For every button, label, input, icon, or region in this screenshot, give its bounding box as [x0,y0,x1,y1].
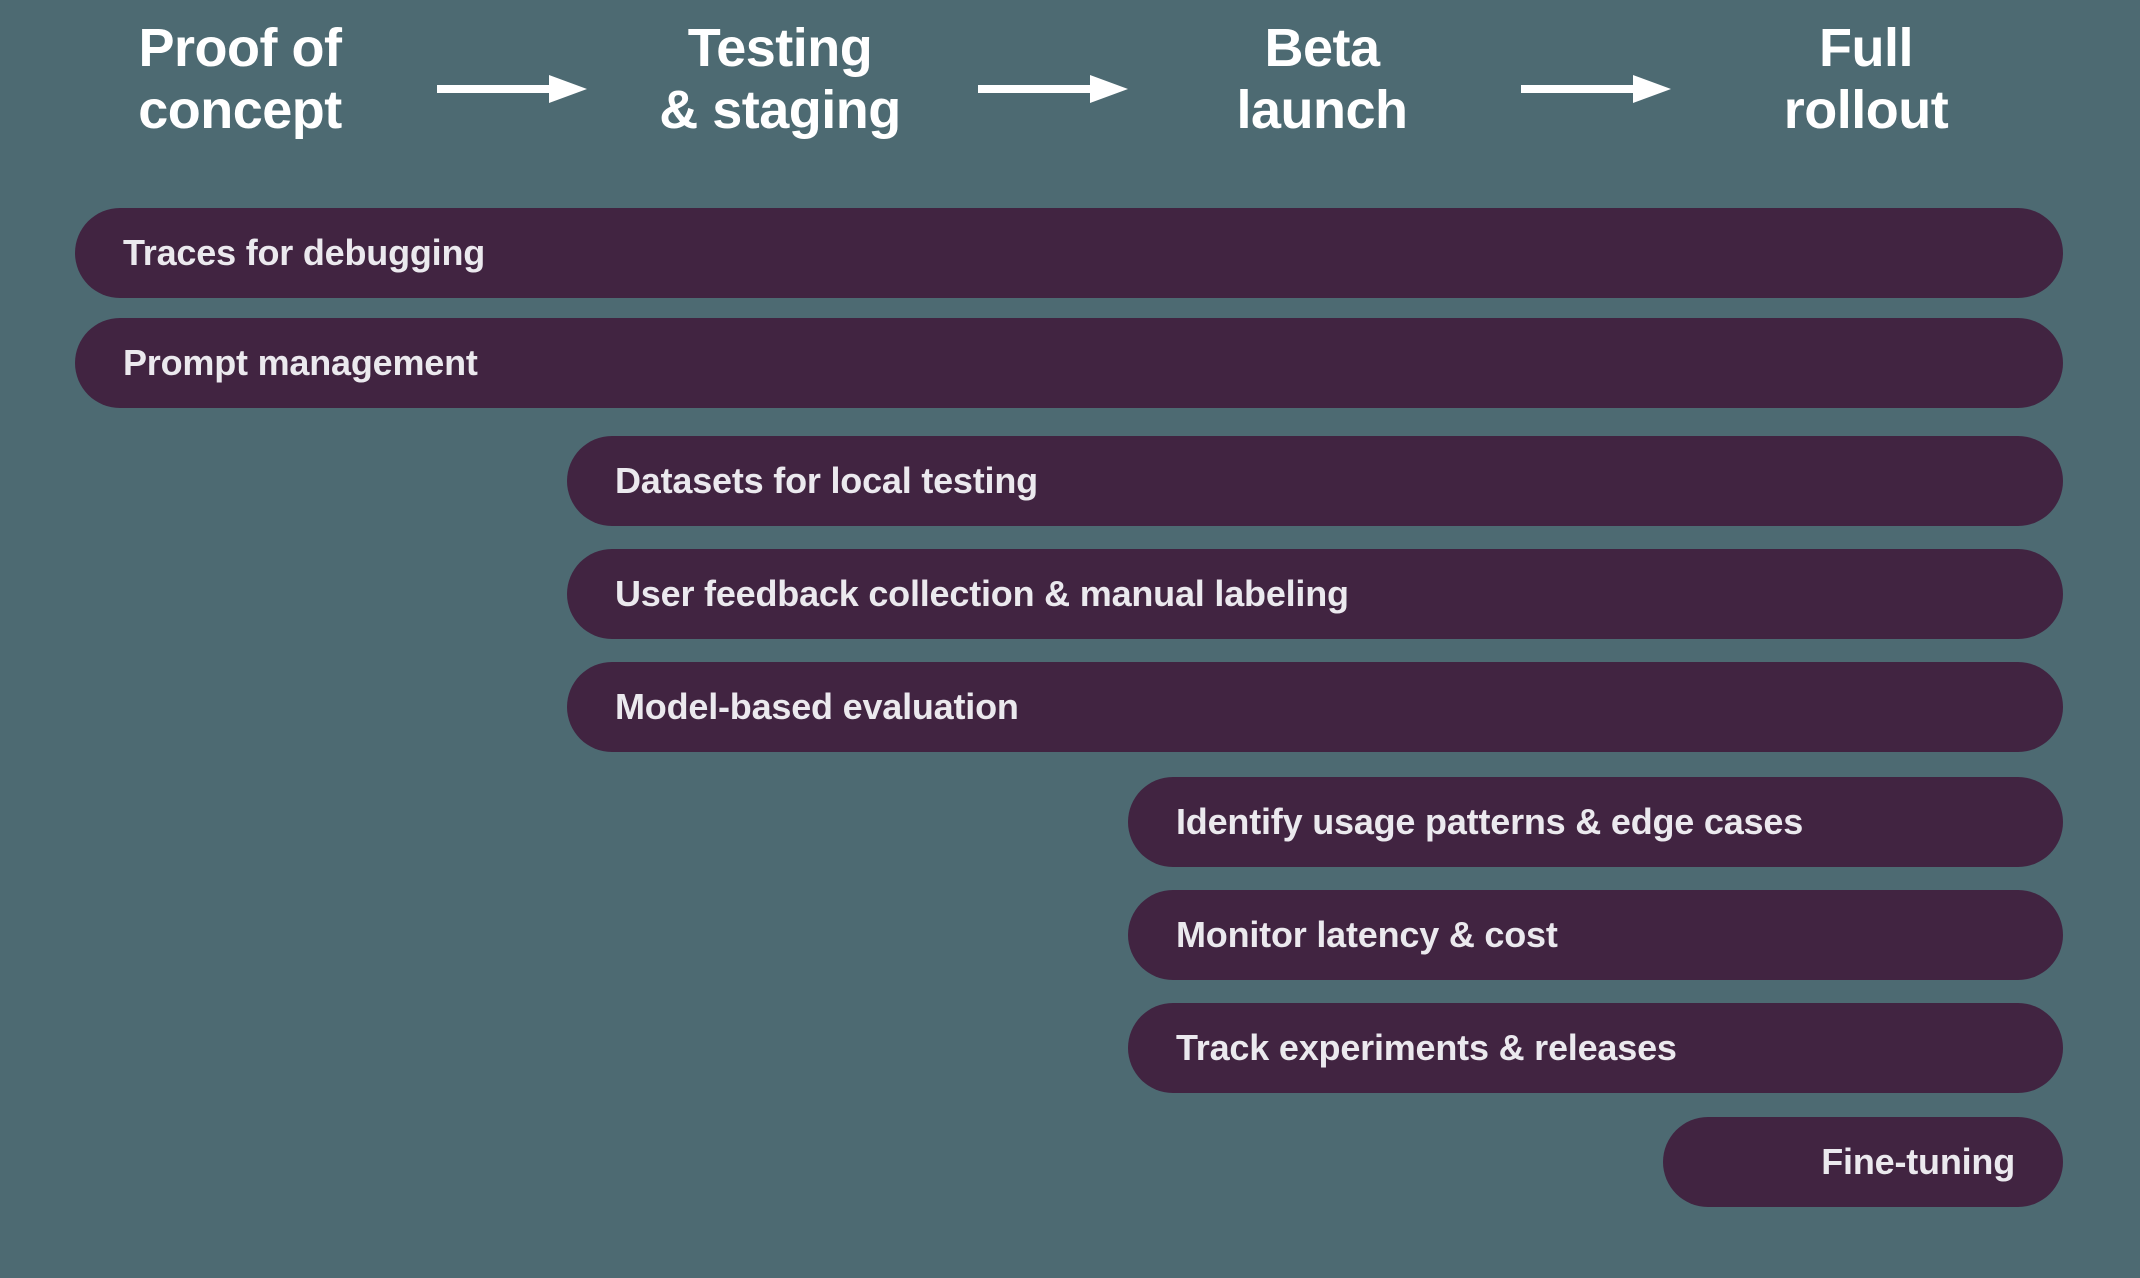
capability-pill-label: Model-based evaluation [615,686,1019,727]
capability-pill-label: Fine-tuning [1821,1141,2015,1182]
capability-pill-label: Prompt management [123,342,478,383]
capability-pill[interactable]: Identify usage patterns & edge cases [1128,777,2063,867]
stage-label-full-rollout: Full rollout [1783,18,1949,140]
stage-label-testing-and-staging: Testing & staging [659,18,901,140]
capability-pill[interactable]: Traces for debugging [75,208,2063,298]
capability-pill-label: Identify usage patterns & edge cases [1176,801,1804,842]
stage-rail: Proof of concept Testing & staging Beta … [0,0,2140,180]
capability-pill-label: Traces for debugging [123,232,486,273]
arrow-right-icon [1521,75,1671,103]
capability-pill[interactable]: Monitor latency & cost [1128,890,2063,980]
capability-pill[interactable]: Datasets for local testing [567,436,2063,526]
arrow-right-icon [978,75,1128,103]
stage-label-beta-launch: Beta launch [1236,18,1408,140]
capability-pill[interactable]: User feedback collection & manual labeli… [567,549,2063,639]
capability-pill-label: User feedback collection & manual labeli… [615,573,1349,614]
arrow-right-icon [437,75,587,103]
capability-pill-label: Track experiments & releases [1176,1027,1677,1068]
stage-label-proof-of-concept: Proof of concept [138,18,342,140]
capability-pill[interactable]: Prompt management [75,318,2063,408]
capability-pill[interactable]: Track experiments & releases [1128,1003,2063,1093]
capability-pill-label: Datasets for local testing [615,460,1038,501]
capability-pill[interactable]: Model-based evaluation [567,662,2063,752]
capability-pill[interactable]: Fine-tuning [1663,1117,2063,1207]
capability-pill-label: Monitor latency & cost [1176,914,1558,955]
